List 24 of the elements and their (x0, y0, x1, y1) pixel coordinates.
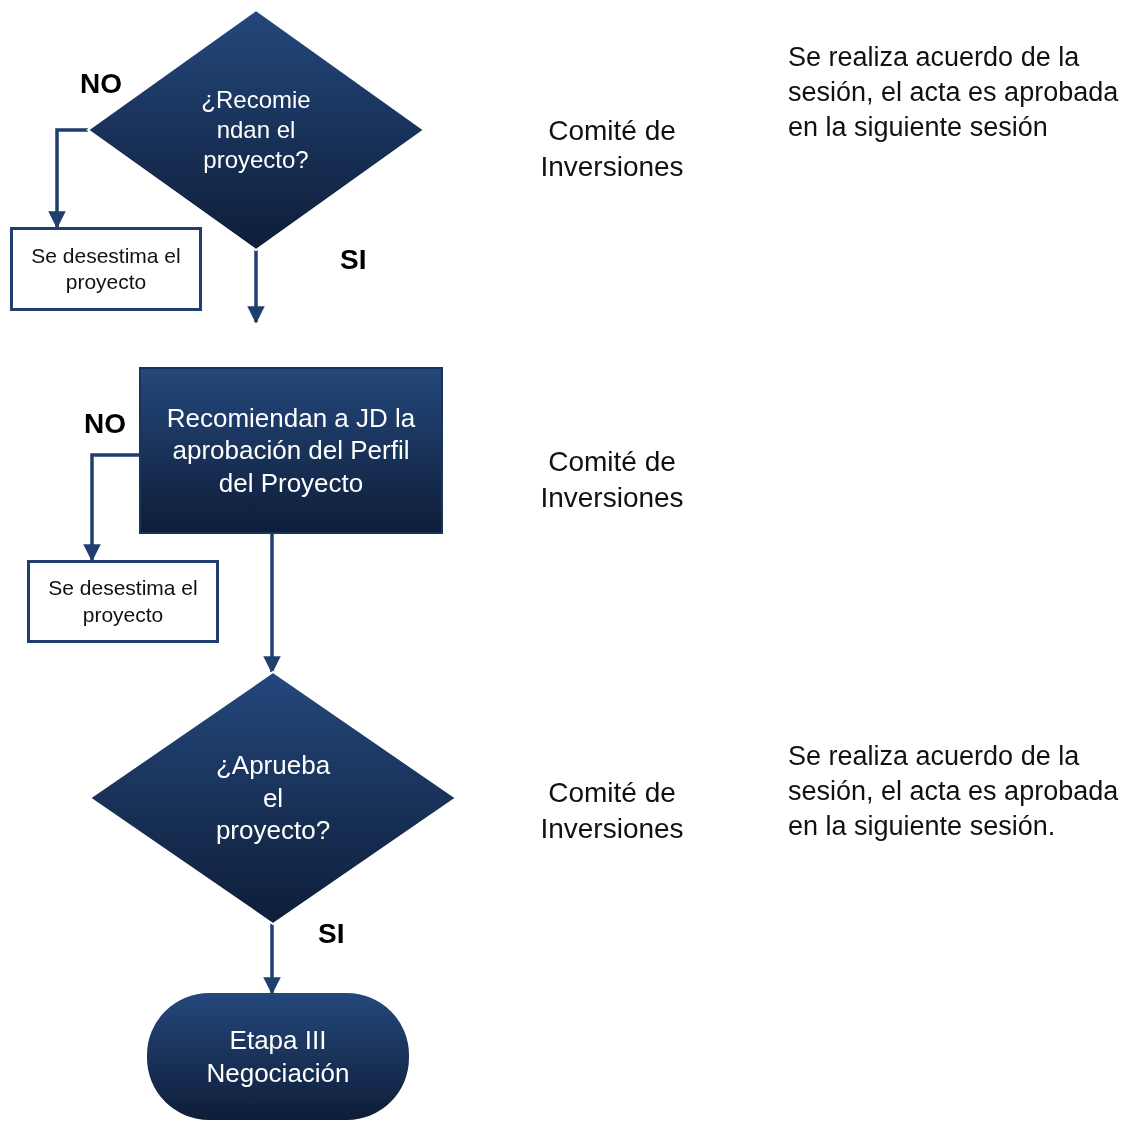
arrow (48, 128, 88, 229)
edge-label: NO (80, 68, 122, 100)
node-label: Recomiendan a JD la aprobación del Perfil del Proyecto (166, 401, 416, 500)
edge-label: NO (84, 408, 126, 440)
outcome-box (10, 227, 202, 311)
node-label: Se desestima el proyecto (48, 575, 198, 628)
responsible-label: Comité de Inversiones (539, 114, 685, 185)
arrow (263, 533, 281, 674)
node-label: ¿Aprueba el proyecto? (214, 749, 332, 847)
edge-label: SI (318, 918, 345, 950)
node-label: ¿Recomie ndan el proyecto? (200, 85, 312, 175)
decision-diamond (90, 672, 456, 924)
node-label: Etapa III Negociación (205, 1024, 351, 1089)
outcome-box (27, 560, 219, 643)
note-text: Se realiza acuerdo de la sesión, el acta es aprobada en la siguiente sesión. (788, 740, 1120, 844)
note-text: Se realiza acuerdo de la sesión, el acta es aprobada en la siguiente sesión (788, 41, 1120, 145)
node-label: Se desestima el proyecto (31, 242, 181, 295)
process-box (140, 368, 442, 533)
arrow (247, 250, 265, 324)
arrow (83, 453, 140, 562)
arrow (263, 922, 281, 995)
responsible-label: Comité de Inversiones (539, 776, 685, 847)
responsible-label: Comité de Inversiones (539, 445, 685, 516)
edge-label: SI (340, 244, 367, 276)
